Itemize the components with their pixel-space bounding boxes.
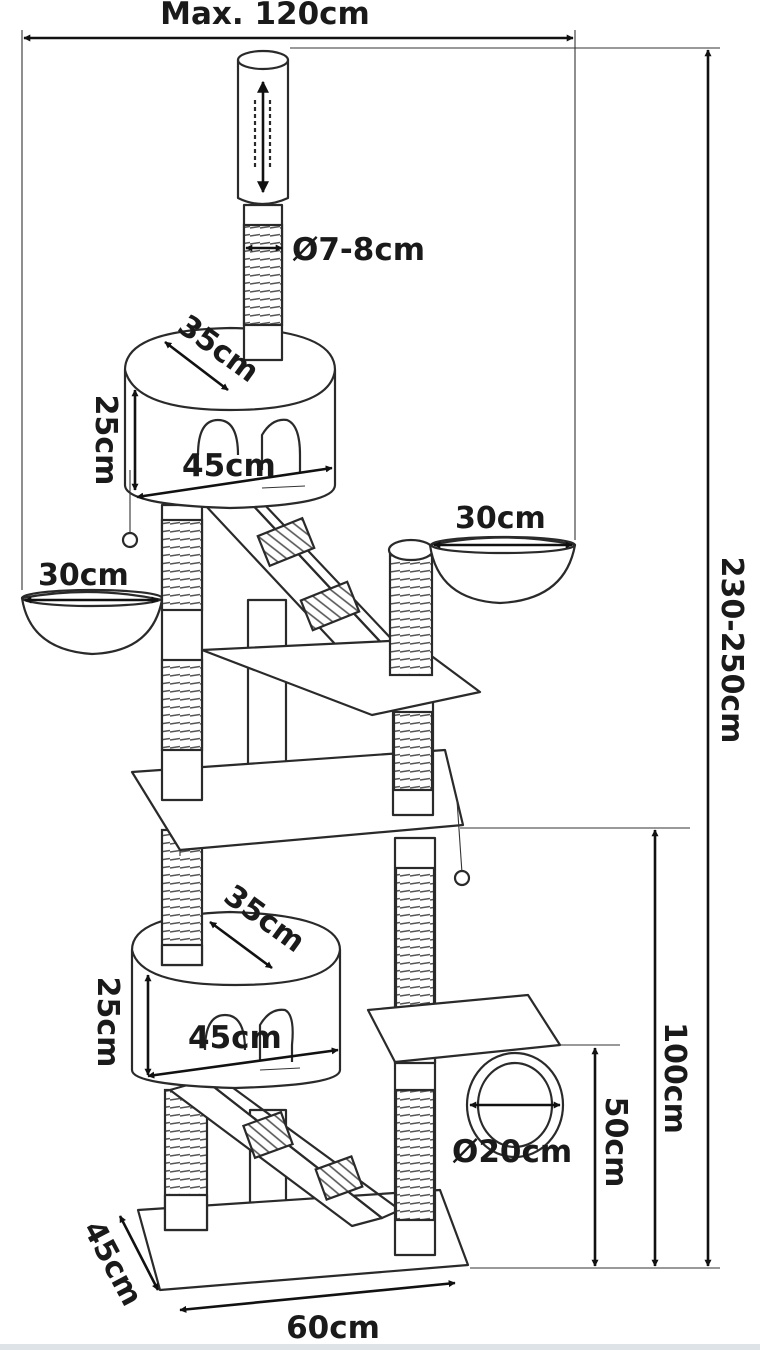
small-shelf: [366, 993, 562, 1064]
label-tunnel-diameter: Ø20cm: [452, 1134, 572, 1170]
label-base-width: 60cm: [286, 1310, 380, 1346]
dimension-arrows: [23, 34, 712, 1313]
middle-left-post: [160, 828, 204, 967]
label-upper-cave-width: 45cm: [182, 448, 276, 484]
label-lower-cave-height: 25cm: [90, 977, 125, 1068]
upper-left-post: [160, 503, 204, 802]
toy-ball-left: [121, 470, 139, 549]
upper-ramp: [203, 498, 403, 662]
left-hammock: [20, 588, 164, 656]
label-max-width: Max. 120cm: [160, 0, 370, 32]
label-platform-height-50: 50cm: [598, 1097, 633, 1188]
right-mid-post: [391, 698, 435, 817]
label-upper-cave-height: 25cm: [88, 395, 123, 486]
right-hammock: [428, 535, 577, 605]
middle-platform: [130, 748, 465, 856]
label-lower-cave-width: 45cm: [188, 1020, 282, 1056]
label-total-height: 230-250cm: [714, 557, 749, 744]
label-base-depth: 45cm: [76, 1215, 150, 1312]
label-post-diameter: Ø7-8cm: [292, 232, 425, 268]
label-platform-height-100: 100cm: [657, 1022, 692, 1134]
right-lower-post: [393, 1058, 437, 1257]
label-left-hammock: 30cm: [38, 558, 129, 593]
extension-lines: [21, 30, 720, 1269]
right-short-post: [387, 538, 435, 677]
upper-platform: [200, 638, 482, 717]
label-right-hammock: 30cm: [455, 501, 546, 536]
top-post: [236, 49, 290, 362]
toy-ball-right: [453, 799, 471, 887]
lower-ramp: [168, 1078, 403, 1228]
footer-bar: [0, 1344, 760, 1350]
